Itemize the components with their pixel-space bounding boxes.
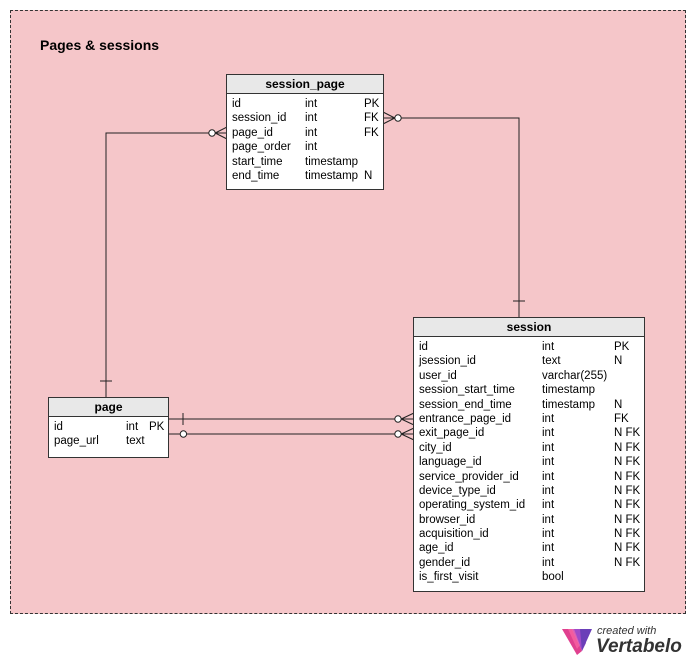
rel-page-session-page [105, 132, 212, 397]
table-title: session_page [227, 75, 383, 94]
many-marker [400, 427, 415, 441]
optional-marker [208, 129, 216, 137]
many-marker [400, 412, 415, 426]
table-title: session [414, 318, 644, 337]
optional-marker [179, 430, 188, 438]
optional-marker [394, 114, 402, 122]
vertabelo-logo-icon [562, 629, 592, 655]
branding-name: Vertabelo [596, 636, 682, 657]
table-title: page [49, 398, 168, 417]
rel-session-session-page [395, 117, 520, 317]
many-marker [382, 111, 396, 125]
optional-marker [394, 430, 402, 438]
area-title: Pages & sessions [40, 37, 160, 53]
optional-marker [394, 415, 402, 423]
many-marker [214, 126, 228, 140]
branding-caption: created with [597, 625, 657, 637]
